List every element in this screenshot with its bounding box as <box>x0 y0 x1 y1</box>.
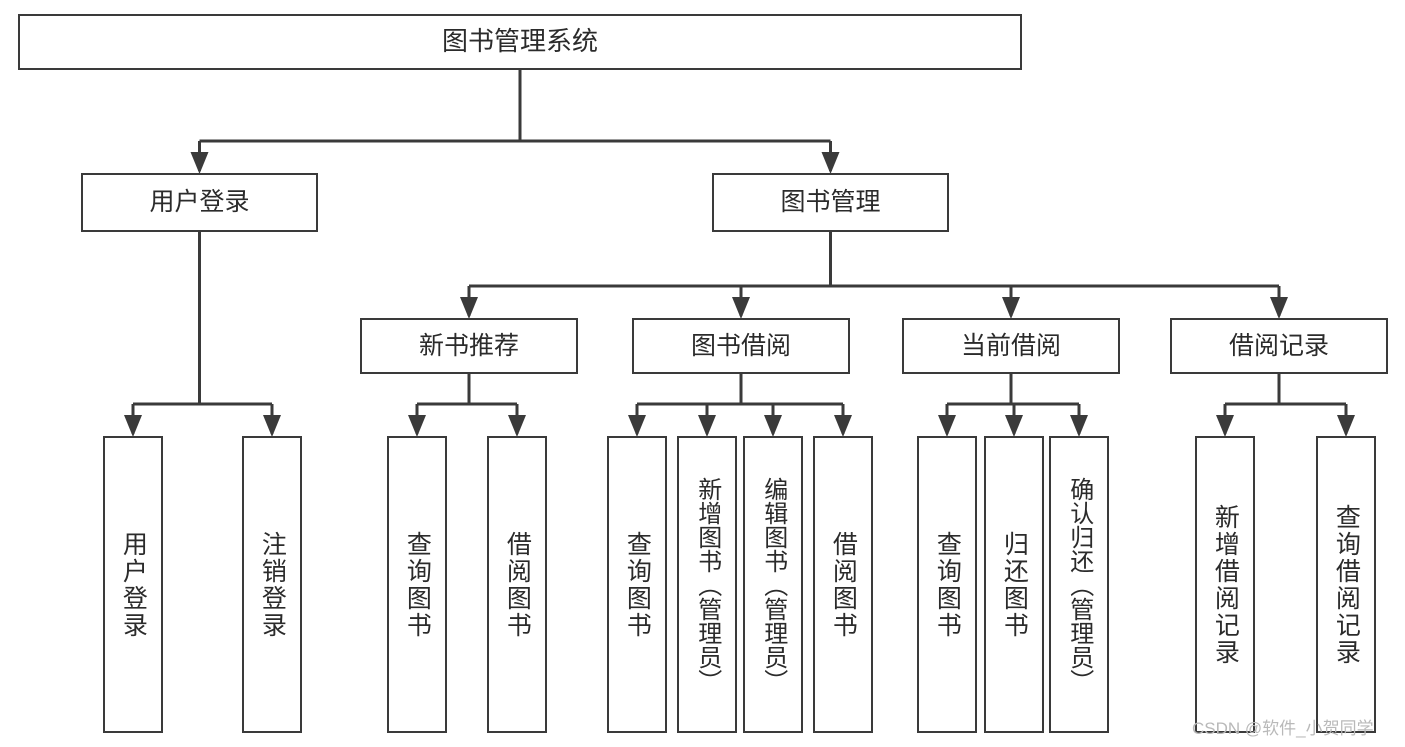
node-box-current-borrow[interactable]: 当前借阅 <box>902 318 1120 374</box>
node-box-leaf-leaf-edit-book[interactable]: 编辑图书（管理员） <box>743 436 803 733</box>
arrow-head-icon <box>460 297 478 319</box>
node-label-leaf-borrow-book-2: 借阅图书 <box>829 530 858 639</box>
node-label-leaf-add-record: 新增借阅记录 <box>1211 503 1240 666</box>
node-box-leaf-leaf-user-login[interactable]: 用户登录 <box>103 436 163 733</box>
node-label-leaf-query-book-2: 查询图书 <box>623 530 652 639</box>
arrow-head-icon <box>1002 297 1020 319</box>
node-label-leaf-confirm-return: 确认归还（管理员） <box>1065 476 1093 693</box>
node-box-leaf-leaf-return-book[interactable]: 归还图书 <box>984 436 1044 733</box>
arrow-head-icon <box>1337 415 1355 437</box>
node-label-leaf-edit-book: 编辑图书（管理员） <box>759 476 787 693</box>
node-box-user-login[interactable]: 用户登录 <box>81 173 318 232</box>
node-label-book-manage: 图书管理 <box>780 188 881 217</box>
node-label-leaf-return-book: 归还图书 <box>1000 530 1029 639</box>
node-label-leaf-user-login: 用户登录 <box>119 530 148 639</box>
node-box-leaf-leaf-query-book-3[interactable]: 查询图书 <box>917 436 977 733</box>
arrow-head-icon <box>1270 297 1288 319</box>
node-label-leaf-query-book-3: 查询图书 <box>933 530 962 639</box>
arrow-head-icon <box>821 152 840 174</box>
node-box-leaf-leaf-query-record[interactable]: 查询借阅记录 <box>1316 436 1376 733</box>
arrow-head-icon <box>124 415 142 437</box>
node-box-book-borrow[interactable]: 图书借阅 <box>632 318 850 374</box>
node-box-leaf-leaf-add-record[interactable]: 新增借阅记录 <box>1195 436 1255 733</box>
node-box-leaf-leaf-logout-login[interactable]: 注销登录 <box>242 436 302 733</box>
arrow-head-icon <box>263 415 281 437</box>
arrow-head-icon <box>1005 415 1023 437</box>
arrow-head-icon <box>1070 415 1088 437</box>
node-box-leaf-leaf-borrow-book-2[interactable]: 借阅图书 <box>813 436 873 733</box>
arrow-head-icon <box>834 415 852 437</box>
node-box-leaf-leaf-confirm-return[interactable]: 确认归还（管理员） <box>1049 436 1109 733</box>
node-box-borrow-record[interactable]: 借阅记录 <box>1170 318 1388 374</box>
node-box-new-book-recommend[interactable]: 新书推荐 <box>360 318 578 374</box>
node-label-book-borrow: 图书借阅 <box>690 331 791 360</box>
node-label-current-borrow: 当前借阅 <box>960 331 1061 360</box>
node-box-book-manage[interactable]: 图书管理 <box>712 173 949 232</box>
node-label-borrow-record: 借阅记录 <box>1228 331 1329 360</box>
arrow-head-icon <box>698 415 716 437</box>
node-label-new-book-recommend: 新书推荐 <box>418 331 519 360</box>
csdn-watermark: CSDN @软件_小贺同学 <box>1192 719 1374 738</box>
node-label-leaf-borrow-book-1: 借阅图书 <box>503 530 532 639</box>
arrow-head-icon <box>508 415 526 437</box>
arrow-head-icon <box>628 415 646 437</box>
node-box-leaf-leaf-add-book[interactable]: 新增图书（管理员） <box>677 436 737 733</box>
arrow-head-icon <box>1216 415 1234 437</box>
arrow-head-icon <box>190 152 209 174</box>
node-label-root: 图书管理系统 <box>441 26 598 57</box>
arrow-head-icon <box>732 297 750 319</box>
arrow-head-icon <box>408 415 426 437</box>
node-box-root-root: 图书管理系统 <box>18 14 1022 70</box>
node-box-leaf-leaf-query-book-2[interactable]: 查询图书 <box>607 436 667 733</box>
arrow-head-icon <box>938 415 956 437</box>
arrow-head-icon <box>764 415 782 437</box>
node-box-leaf-leaf-query-book-1[interactable]: 查询图书 <box>387 436 447 733</box>
node-label-leaf-query-record: 查询借阅记录 <box>1332 503 1361 666</box>
node-label-leaf-query-book-1: 查询图书 <box>403 530 432 639</box>
node-label-user-login: 用户登录 <box>149 188 250 217</box>
node-box-leaf-leaf-borrow-book-1[interactable]: 借阅图书 <box>487 436 547 733</box>
node-label-leaf-add-book: 新增图书（管理员） <box>693 476 721 693</box>
node-label-leaf-logout-login: 注销登录 <box>258 530 287 639</box>
